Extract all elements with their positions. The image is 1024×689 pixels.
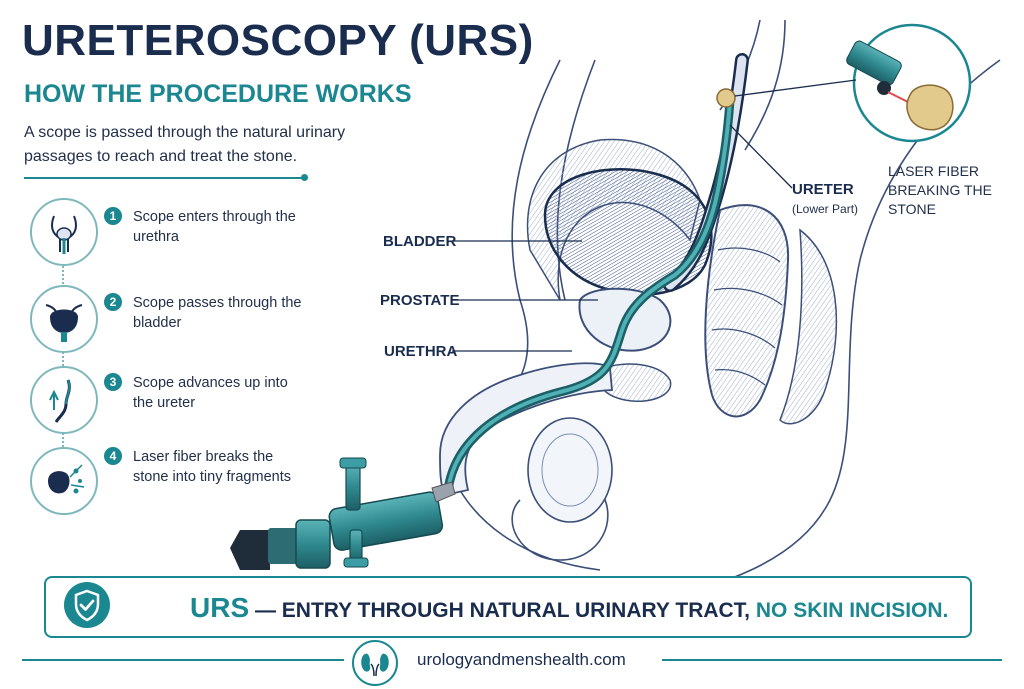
bladder-shape	[543, 168, 713, 296]
intro-divider-dot	[301, 174, 308, 181]
penis-shape	[439, 362, 613, 497]
kidney-icon	[352, 640, 398, 686]
leader-lines	[452, 124, 793, 352]
summary-banner	[44, 576, 972, 638]
step-connector	[62, 430, 64, 450]
footer-url: urologyandmenshealth.com	[417, 650, 626, 669]
urethra-anatomy-icon	[30, 198, 98, 266]
step-connector	[62, 349, 64, 369]
rectum-shape	[704, 204, 790, 418]
shield-check-icon	[64, 582, 110, 628]
label-bladder: BLADDER	[383, 233, 457, 250]
step-number: 2	[104, 293, 122, 311]
kidney-stone	[716, 88, 736, 108]
label-ureter: URETER	[792, 181, 854, 198]
label-prostate: PROSTATE	[380, 292, 460, 309]
step-number: 4	[104, 447, 122, 465]
step-connector	[62, 262, 64, 288]
footer-divider-right	[662, 659, 1002, 661]
stone-fragment-icon	[30, 447, 98, 515]
label-urethra: URETHRA	[384, 343, 458, 360]
footer-divider-left	[22, 659, 344, 661]
step-text: Laser fiber breaks the stone into tiny f…	[133, 449, 291, 485]
banner-lead: URS	[190, 592, 250, 623]
laser-callout-circle	[852, 23, 972, 143]
banner-middle: ENTRY THROUGH NATURAL URINARY TRACT,	[281, 599, 756, 622]
ureteroscope-instrument	[230, 457, 456, 570]
ureter-scope-icon	[30, 366, 98, 434]
step-number: 1	[104, 207, 122, 225]
banner-end: NO SKIN INCISION.	[755, 599, 949, 622]
banner-text: URS — ENTRY THROUGH NATURAL URINARY TRAC…	[190, 592, 948, 624]
intro-divider	[24, 177, 304, 179]
intro-text: A scope is passed through the natural ur…	[24, 124, 346, 165]
sacrum-shape	[779, 228, 838, 425]
label-ureter-sub: (Lower Part)	[792, 202, 859, 216]
step-text: Scope passes through the bladder	[133, 295, 302, 331]
label-laser: LASER FIBER BREAKING THE STONE	[888, 163, 992, 217]
page-title: URETEROSCOPY (URS)	[22, 16, 534, 65]
page-subtitle: HOW THE PROCEDURE WORKS	[24, 80, 412, 108]
step-number: 3	[104, 373, 122, 391]
banner-dash: —	[249, 599, 282, 622]
bladder-icon	[30, 285, 98, 353]
step-text: Scope advances up into the ureter	[133, 375, 288, 411]
rectum-folds	[711, 247, 783, 386]
step-text: Scope enters through the urethra	[133, 209, 296, 245]
laser-callout-detail	[846, 40, 954, 131]
